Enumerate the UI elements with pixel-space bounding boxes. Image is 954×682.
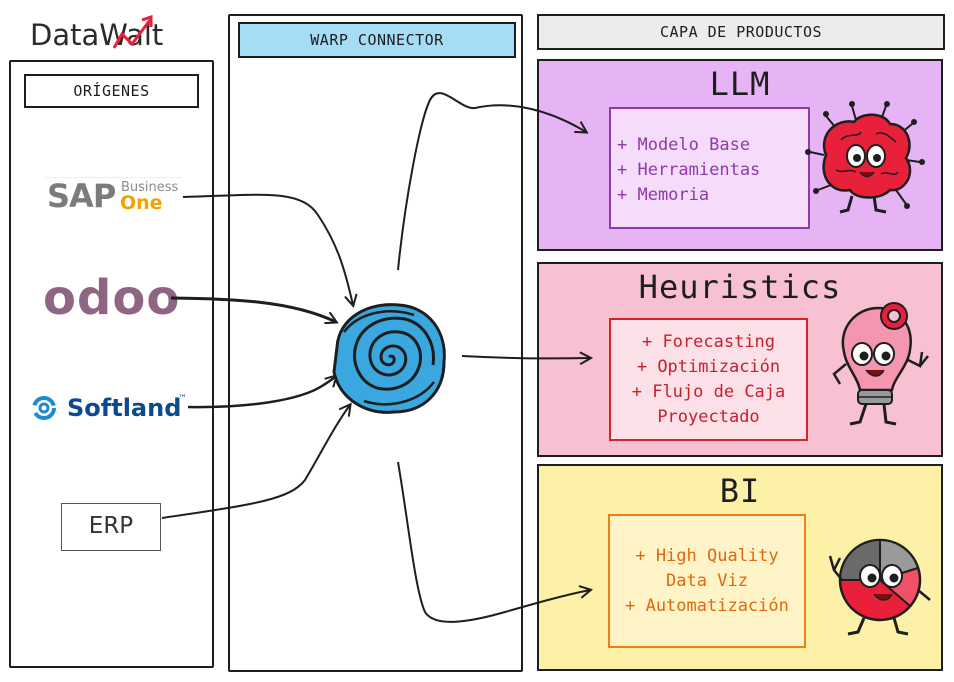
pie-chart-mascot-icon [828, 538, 931, 636]
heuristics-item: Proyectado [657, 407, 760, 427]
arrow-connector-to-bi [397, 461, 590, 623]
llm-title: LLM [709, 65, 771, 103]
brand-name-part1: Data [30, 18, 100, 52]
bi-item: + Automatización [625, 596, 789, 616]
brain-mascot-icon [805, 101, 925, 214]
brand-logo: DataWalt [30, 18, 163, 58]
arrow-erp-to-connector [161, 405, 350, 519]
brand-name-part2: Walt [99, 18, 164, 52]
arrow-connector-to-heuristics [461, 356, 590, 358]
sap-logo-text: SAP [47, 177, 116, 215]
connector-title: WARP CONNECTOR [238, 22, 516, 58]
arrow-odoo-to-connector [170, 296, 336, 322]
source-sap: SAP Business One [44, 177, 182, 215]
softland-trademark: ™ [178, 394, 187, 404]
lightbulb-mascot-icon [832, 302, 929, 426]
llm-item: + Herramientas [617, 160, 761, 180]
heuristics-items-box: + Forecasting + Optimización + Flujo de … [609, 318, 808, 441]
heuristics-item: + Optimización [636, 357, 781, 377]
arrow-softland-to-connector [187, 376, 336, 409]
llm-items-box: + Modelo Base + Herramientas + Memoria [609, 107, 810, 229]
bi-title: BI [719, 472, 761, 510]
llm-item: + Modelo Base [617, 135, 751, 155]
bi-item: + High Quality [635, 546, 779, 566]
heuristics-item: + Forecasting [641, 332, 776, 352]
heuristics-item: + Flujo de Caja [631, 382, 786, 402]
source-softland: Softland ™ [28, 392, 188, 428]
arrow-sap-to-connector [182, 193, 353, 305]
sap-business-text: Business [121, 180, 179, 195]
arrow-connector-to-llm [397, 92, 586, 271]
softland-logo-icon [32, 396, 56, 420]
softland-logo-text: Softland [67, 394, 182, 422]
products-title: CAPA DE PRODUCTOS [537, 14, 945, 50]
bi-items-box: + High Quality Data Viz + Automatización [608, 514, 806, 648]
heuristics-title: Heuristics [638, 268, 842, 306]
origins-column [9, 60, 214, 668]
source-odoo: odoo [43, 270, 181, 326]
origins-title: ORÍGENES [24, 74, 199, 108]
sap-one-text: One [120, 192, 163, 214]
warp-spiral-icon [332, 303, 446, 414]
source-erp: ERP [61, 503, 161, 551]
bi-item: Data Viz [666, 571, 748, 591]
llm-item: + Memoria [617, 185, 710, 205]
